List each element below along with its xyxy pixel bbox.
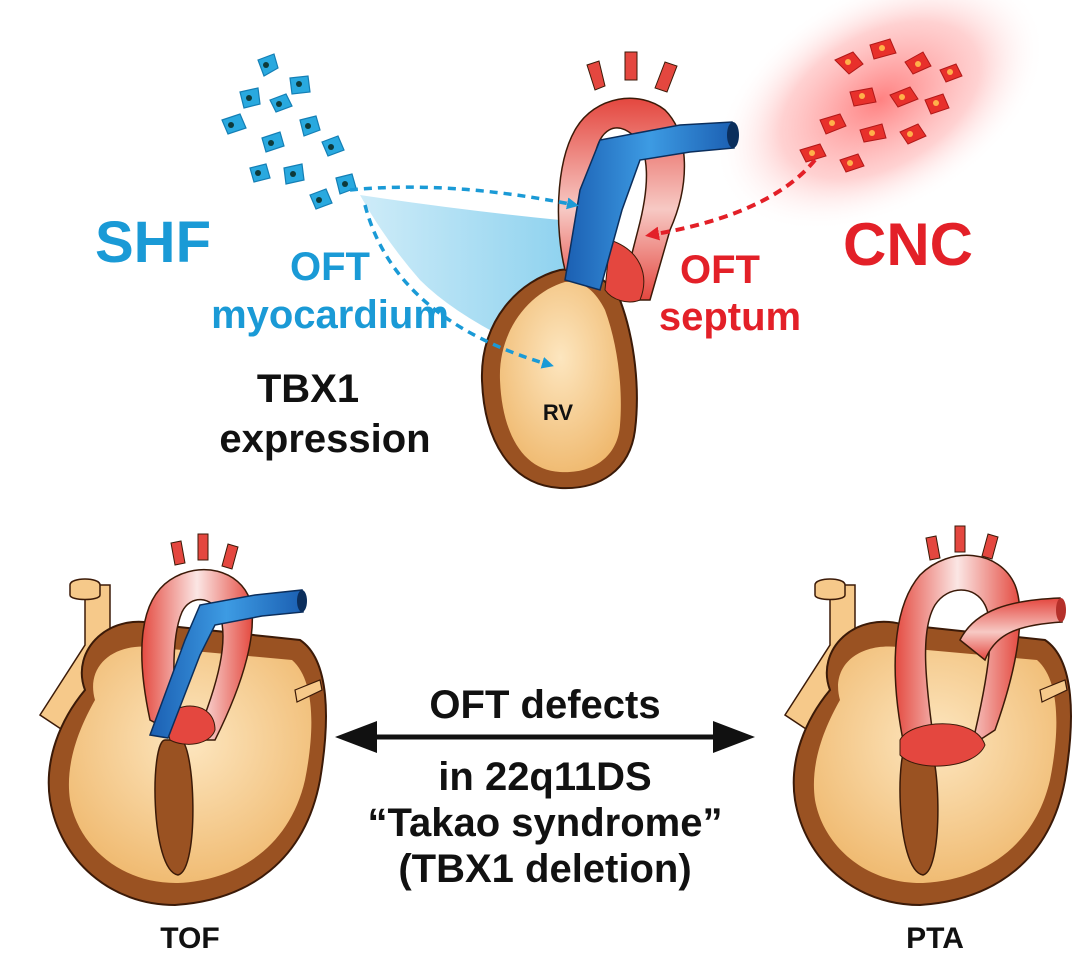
label-oft-myocardium-2: myocardium — [211, 293, 449, 337]
shf-cell — [221, 113, 247, 135]
label-pta: PTA — [906, 922, 964, 955]
embryonic-heart — [480, 51, 739, 490]
cnc-arrow — [645, 158, 817, 241]
label-defects-1: OFT defects — [429, 683, 660, 727]
shf-arrow-lower — [363, 204, 554, 369]
label-defects-4: (TBX1 deletion) — [398, 847, 691, 891]
label-oft-septum-2: septum — [659, 295, 801, 339]
label-tbx1-2: expression — [219, 417, 430, 461]
pta-heart — [783, 525, 1072, 907]
label-tof: TOF — [160, 922, 219, 955]
pulmonary-trunk — [564, 121, 735, 291]
label-oft-myocardium-1: OFT — [290, 245, 370, 289]
label-oft-septum-1: OFT — [680, 248, 760, 292]
label-rv: RV — [543, 400, 573, 425]
cnc-glow — [714, 0, 1046, 232]
label-cnc: CNC — [843, 211, 973, 278]
tof-heart — [38, 533, 327, 907]
label-shf: SHF — [95, 210, 211, 275]
label-defects-2: in 22q11DS — [438, 755, 651, 799]
label-defects-3: “Takao syndrome” — [368, 801, 723, 845]
double-arrow — [335, 721, 755, 753]
cnc-cells-cluster — [714, 0, 1046, 232]
label-tbx1-1: TBX1 — [257, 367, 359, 411]
shf-cells-cluster — [221, 53, 357, 210]
